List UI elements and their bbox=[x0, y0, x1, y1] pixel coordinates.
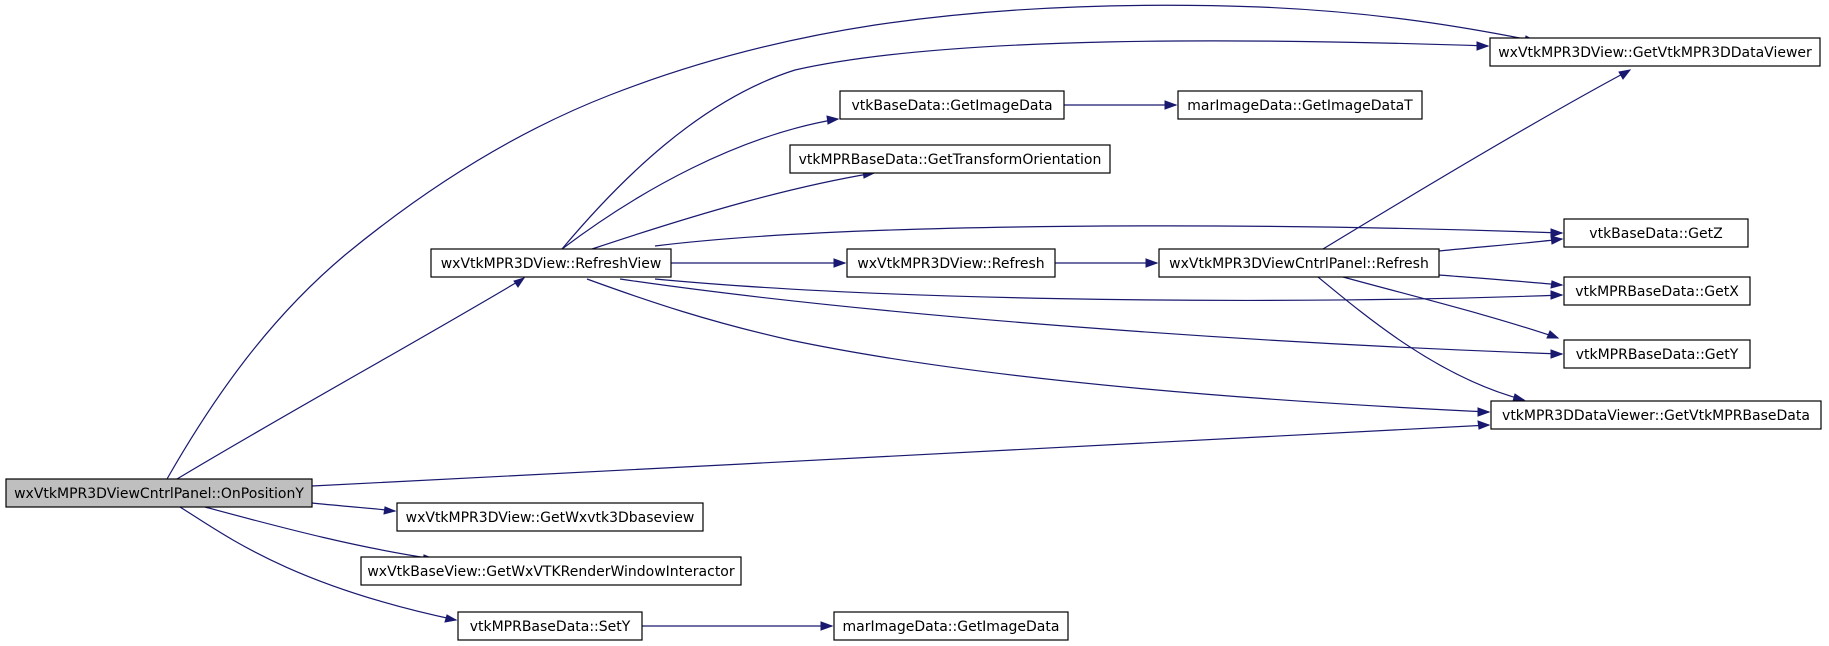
edge-panelrefresh-to-getz bbox=[1438, 235, 1564, 252]
node-get-y[interactable]: vtkMPRBaseData::GetY bbox=[1563, 339, 1751, 369]
node-label: wxVtkMPR3DView::Refresh bbox=[857, 256, 1044, 272]
edge-refreshview-to-vtkbasegetimg bbox=[561, 115, 840, 250]
node-label: wxVtkMPR3DView::GetWxvtk3Dbaseview bbox=[406, 510, 695, 526]
edges bbox=[166, 4, 1632, 631]
edge-root-to-refreshview bbox=[176, 277, 526, 480]
node-refresh-view[interactable]: wxVtkMPR3DView::RefreshView bbox=[430, 248, 672, 278]
node-mar-get-image-data-t[interactable]: marImageData::GetImageDataT bbox=[1177, 90, 1423, 120]
edge-refreshview-to-getviewer bbox=[561, 40, 1490, 250]
edge-refreshview-to-getz bbox=[654, 225, 1564, 247]
node-view-refresh[interactable]: wxVtkMPR3DView::Refresh bbox=[846, 248, 1056, 278]
edge-refreshview-to-getmprbase bbox=[586, 278, 1491, 417]
node-get-wxvtk3dbaseview[interactable]: wxVtkMPR3DView::GetWxvtk3Dbaseview bbox=[396, 502, 704, 532]
node-get-render-window-interactor[interactable]: wxVtkBaseView::GetWxVTKRenderWindowInter… bbox=[360, 556, 742, 586]
node-get-vtk-mpr-base-data[interactable]: vtkMPR3DDataViewer::GetVtkMPRBaseData bbox=[1490, 400, 1822, 430]
node-label: vtkMPR3DDataViewer::GetVtkMPRBaseData bbox=[1502, 408, 1810, 424]
nodes: wxVtkMPR3DViewCntrlPanel::OnPositionY wx… bbox=[5, 37, 1822, 641]
node-get-vtk-mpr3d-data-viewer[interactable]: wxVtkMPR3DView::GetVtkMPR3DDataViewer bbox=[1489, 37, 1821, 67]
node-label: vtkBaseData::GetZ bbox=[1589, 226, 1722, 242]
node-vtkbase-get-image-data[interactable]: vtkBaseData::GetImageData bbox=[839, 90, 1065, 120]
node-label: vtkMPRBaseData::GetY bbox=[1576, 347, 1739, 363]
edge-panelrefresh-to-gety bbox=[1342, 276, 1560, 339]
node-get-x[interactable]: vtkMPRBaseData::GetX bbox=[1563, 276, 1751, 306]
node-label: wxVtkMPR3DView::RefreshView bbox=[441, 256, 662, 272]
node-get-z[interactable]: vtkBaseData::GetZ bbox=[1563, 218, 1749, 248]
node-get-transform-orientation[interactable]: vtkMPRBaseData::GetTransformOrientation bbox=[789, 144, 1111, 174]
edge-refreshview-to-refresh bbox=[671, 258, 847, 268]
edge-panelrefresh-to-getx bbox=[1438, 274, 1564, 289]
node-label: marImageData::GetImageData bbox=[843, 619, 1060, 635]
node-on-position-y[interactable]: wxVtkMPR3DViewCntrlPanel::OnPositionY bbox=[5, 478, 313, 508]
node-label: wxVtkMPR3DViewCntrlPanel::OnPositionY bbox=[14, 486, 304, 502]
node-label: wxVtkMPR3DViewCntrlPanel::Refresh bbox=[1169, 256, 1429, 272]
node-label: wxVtkMPR3DView::GetVtkMPR3DDataViewer bbox=[1498, 45, 1812, 61]
edge-root-to-getwxvtk3d bbox=[311, 502, 397, 515]
node-label: vtkBaseData::GetImageData bbox=[851, 98, 1052, 114]
edge-sety-to-marimgdata bbox=[642, 621, 834, 631]
node-label: wxVtkBaseView::GetWxVTKRenderWindowInter… bbox=[367, 564, 735, 580]
edge-root-to-getmprbase bbox=[311, 420, 1491, 487]
edge-refreshview-to-getx bbox=[654, 278, 1564, 302]
node-panel-refresh[interactable]: wxVtkMPR3DViewCntrlPanel::Refresh bbox=[1158, 248, 1440, 278]
edge-refreshview-to-gety bbox=[619, 278, 1564, 359]
edge-panelrefresh-to-getviewer bbox=[1322, 69, 1632, 250]
node-label: marImageData::GetImageDataT bbox=[1187, 98, 1413, 114]
edge-root-to-sety bbox=[179, 506, 458, 623]
node-label: vtkMPRBaseData::SetY bbox=[470, 619, 631, 635]
node-label: vtkMPRBaseData::GetTransformOrientation bbox=[799, 152, 1102, 168]
node-mar-get-image-data[interactable]: marImageData::GetImageData bbox=[833, 611, 1069, 641]
edge-root-to-getviewer bbox=[166, 4, 1537, 480]
node-label: vtkMPRBaseData::GetX bbox=[1575, 284, 1739, 300]
edge-vtkbasegetimg-to-marimgdatat bbox=[1064, 100, 1178, 110]
node-set-y[interactable]: vtkMPRBaseData::SetY bbox=[457, 611, 643, 641]
edge-refreshview-to-transform bbox=[591, 169, 876, 250]
edge-panelrefresh-to-getmprbase bbox=[1317, 276, 1526, 402]
edge-refresh-to-panelrefresh bbox=[1055, 258, 1159, 268]
